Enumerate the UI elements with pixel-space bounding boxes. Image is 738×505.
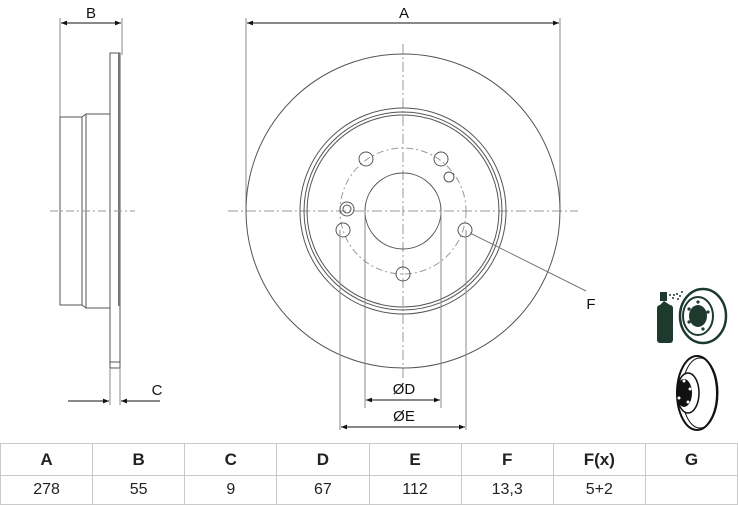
header-a: A xyxy=(0,443,94,476)
dimension-f-label: F xyxy=(586,296,595,313)
technical-drawing: B C A ØD xyxy=(50,5,728,431)
dimension-a-label: A xyxy=(399,5,409,22)
header-b: B xyxy=(92,443,186,476)
dimension-f-leader xyxy=(469,232,587,292)
dimension-d-label: ØD xyxy=(393,381,416,398)
header-d: D xyxy=(276,443,370,476)
spec-table-value-row: 278 55 9 67 112 13,3 5+2 xyxy=(0,475,738,505)
spec-table: A B C D E F F(x) G 278 55 9 67 112 13,3 … xyxy=(0,443,738,505)
dimension-e-label: ØE xyxy=(393,408,415,425)
value-e: 112 xyxy=(368,475,462,505)
side-view xyxy=(50,18,160,405)
header-e: E xyxy=(368,443,462,476)
coated-disc-spray-icon xyxy=(657,287,728,345)
value-fx: 5+2 xyxy=(552,475,646,505)
value-d: 67 xyxy=(276,475,370,505)
value-b: 55 xyxy=(92,475,186,505)
header-c: C xyxy=(184,443,278,476)
header-f: F xyxy=(460,443,554,476)
spec-table-header-row: A B C D E F F(x) G xyxy=(0,443,738,476)
header-g: G xyxy=(644,443,738,476)
dimension-b-label: B xyxy=(86,5,96,22)
value-a: 278 xyxy=(0,475,94,505)
dimension-c-label: C xyxy=(152,382,163,399)
brake-disc-icon xyxy=(676,355,719,431)
value-c: 9 xyxy=(184,475,278,505)
value-f: 13,3 xyxy=(460,475,554,505)
front-view xyxy=(228,18,587,430)
header-fx: F(x) xyxy=(552,443,646,476)
value-g xyxy=(644,475,738,505)
